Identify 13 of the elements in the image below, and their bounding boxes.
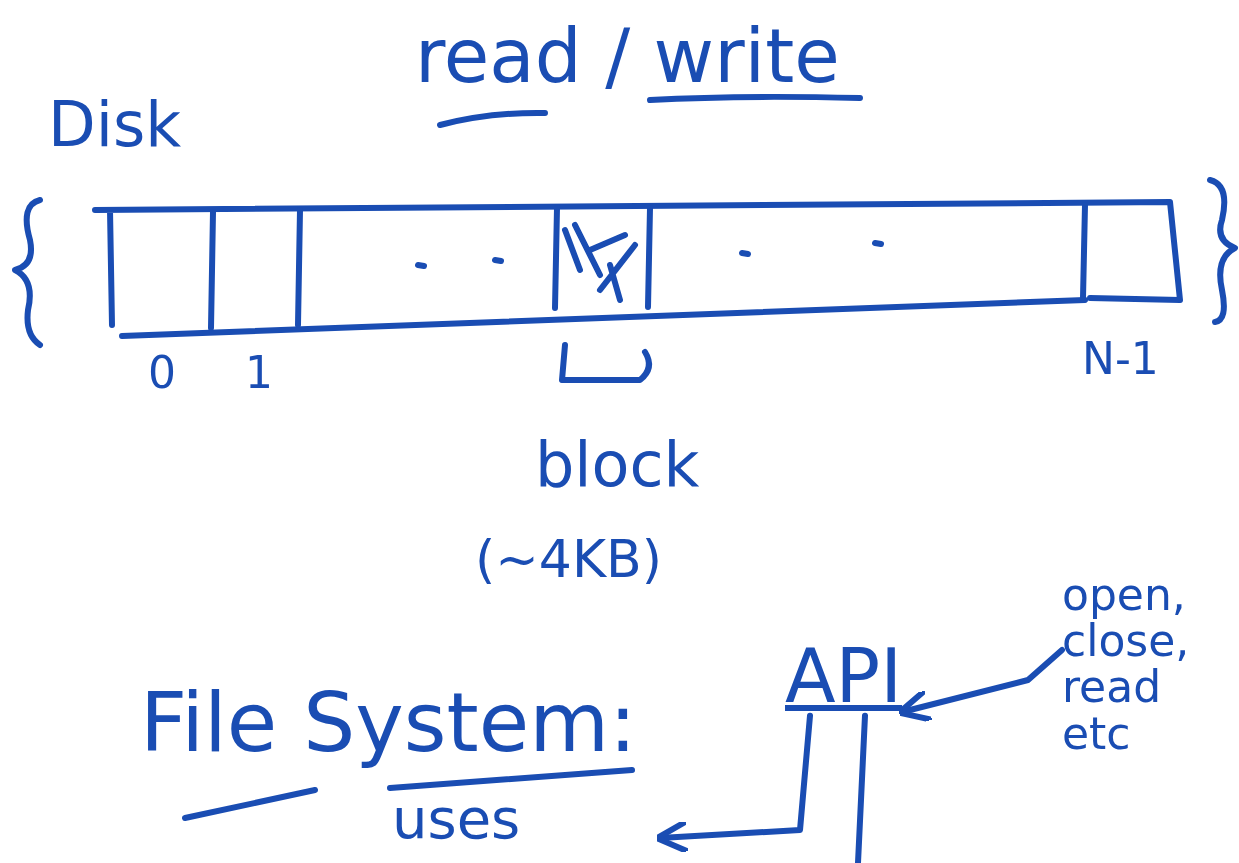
arrow xyxy=(896,647,1065,723)
api-label: API xyxy=(785,638,903,716)
block-number: 0 xyxy=(148,350,176,397)
arrow xyxy=(654,712,813,855)
title-text: read / write xyxy=(415,18,840,96)
block-number: N-1 xyxy=(1082,336,1159,383)
block-number: 1 xyxy=(245,350,273,397)
disk-label: Disk xyxy=(48,92,182,158)
block-label: block xyxy=(535,432,700,498)
uses-label: uses xyxy=(392,790,521,849)
api-functions-note: open, close, read etc xyxy=(1062,572,1212,757)
block-size-label: (~4KB) xyxy=(475,532,662,587)
file-system-label: File System: xyxy=(140,680,637,767)
